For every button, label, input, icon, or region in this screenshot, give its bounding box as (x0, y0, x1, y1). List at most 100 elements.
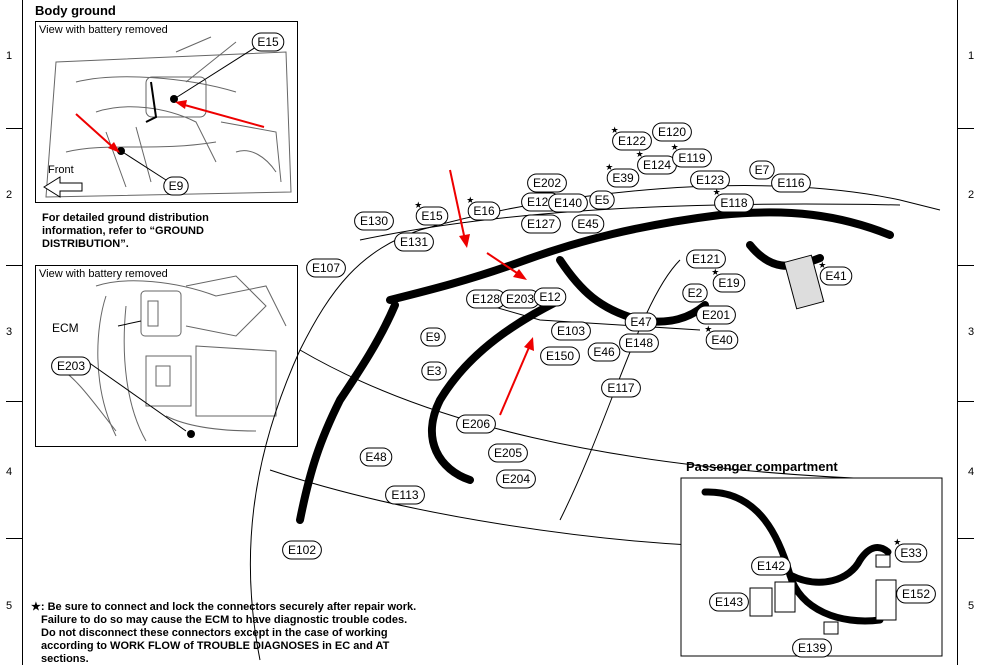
callout-e15-bubble (415, 206, 449, 226)
row-tick (6, 538, 22, 539)
callout-e201-bubble (696, 305, 736, 325)
callout-e9-bubble (420, 327, 446, 347)
callout-e12-bubble (533, 287, 567, 307)
battery-view-ecm-panel: View with battery removed ECM (35, 265, 298, 447)
battery-view-label-1: View with battery removed (39, 24, 168, 36)
callout-e33-bubble (894, 543, 928, 563)
callout-star-icon: ★ (671, 142, 679, 152)
footnote-line-1: : Be sure to connect and lock the connec… (40, 601, 417, 613)
callout-e48-bubble (359, 447, 393, 467)
callout-e201: E201 (702, 308, 730, 322)
callout-e152-bubble (896, 584, 936, 604)
callout-e131: E131 (400, 235, 428, 249)
callout-e48: E48 (365, 450, 387, 464)
callout-e140-bubble (548, 193, 588, 213)
row-label-right-5: 5 (968, 600, 975, 612)
callout-star-icon: ★ (818, 260, 826, 270)
engine-bay-sketch-2 (55, 275, 287, 442)
callout-e118: E118 (720, 196, 747, 210)
callout-e143-bubble (709, 592, 749, 612)
callout-star-icon: ★ (636, 149, 644, 159)
callout-e9: E9 (426, 330, 441, 344)
callout-e9-bubble (163, 176, 189, 196)
row-tick (958, 265, 974, 266)
callout-e103: E103 (557, 324, 585, 338)
battery-view-top-panel: View with battery removed Front (35, 21, 298, 203)
callout-e102-bubble (282, 540, 322, 560)
callout-e15: E15 (421, 209, 443, 223)
callout-e131-bubble (394, 232, 434, 252)
callout-e41: E41 (825, 269, 847, 283)
callout-e47-bubble (624, 312, 658, 332)
footnote-line-5: sections. (41, 653, 89, 665)
callout-e124: E124 (643, 158, 671, 172)
hood-outline (249, 185, 941, 661)
callout-e9: E9 (169, 179, 184, 193)
passenger-compartment-panel (680, 477, 943, 657)
callout-e204-bubble (496, 469, 536, 489)
callout-e107: E107 (312, 261, 340, 275)
footnote-line-3: Do not disconnect these connectors excep… (41, 627, 388, 639)
callout-e130-bubble (354, 211, 394, 231)
ground-bolt-e203 (187, 430, 195, 438)
callout-e205: E205 (494, 446, 522, 460)
callout-e202-bubble (527, 173, 567, 193)
connector-callouts: E15E9E203E130E131E107E3E15★E16★E129E127E… (51, 32, 936, 658)
callout-e103-bubble (551, 321, 591, 341)
row-label-left-2: 2 (6, 189, 13, 201)
callout-e139: E139 (798, 641, 826, 655)
callout-e119-bubble (672, 148, 712, 168)
callout-e19: E19 (718, 276, 740, 290)
row-label-right-4: 4 (968, 466, 975, 478)
left-border (22, 0, 23, 665)
callout-e117-bubble (601, 378, 641, 398)
callout-e148: E148 (625, 336, 653, 350)
callout-e5: E5 (595, 193, 610, 207)
row-label-right-1: 1 (968, 50, 975, 62)
callout-star-icon: ★ (611, 125, 619, 135)
callout-e15-bubble (251, 32, 285, 52)
callout-e142-bubble (751, 556, 791, 576)
footnote-line-4: according to WORK FLOW of TROUBLE DIAGNO… (41, 640, 390, 652)
star-icon: ★ (31, 601, 41, 613)
footnote: ★: Be sure to connect and lock the conne… (31, 601, 471, 666)
front-label: Front (48, 164, 74, 176)
row-tick (6, 128, 22, 129)
callout-e119: E119 (678, 151, 705, 165)
callout-e203-bubble (51, 356, 91, 376)
callout-e7: E7 (755, 163, 770, 177)
callout-e140: E140 (554, 196, 582, 210)
front-arrow-icon (43, 176, 83, 198)
callout-e150-bubble (540, 346, 580, 366)
row-tick (958, 401, 974, 402)
row-tick (958, 128, 974, 129)
e41-component (783, 254, 825, 310)
callout-e102: E102 (288, 543, 316, 557)
callout-e130: E130 (360, 214, 388, 228)
callout-e203: E203 (506, 292, 534, 306)
callout-e45-bubble (571, 214, 605, 234)
row-label-right-2: 2 (968, 189, 975, 201)
callout-star-icon: ★ (605, 162, 613, 172)
callout-e206-bubble (456, 414, 496, 434)
row-tick (6, 265, 22, 266)
engine-bay-sketch-1 (43, 36, 292, 198)
battery-view-label-2: View with battery removed (39, 268, 168, 280)
passenger-harness (701, 488, 892, 625)
callout-star-icon: ★ (713, 187, 721, 197)
callout-e202: E202 (533, 176, 561, 190)
callout-e139-bubble (792, 638, 832, 658)
callout-e5-bubble (589, 190, 615, 210)
row-label-left-4: 4 (6, 466, 13, 478)
callout-e116-bubble (771, 173, 811, 193)
callout-e19-bubble (712, 273, 746, 293)
row-label-right-3: 3 (968, 326, 975, 338)
callout-e116: E116 (777, 176, 804, 190)
callout-e33: E33 (900, 546, 922, 560)
callout-e39-bubble (606, 168, 640, 188)
callout-e127-bubble (521, 214, 561, 234)
callout-e148-bubble (619, 333, 659, 353)
callout-e122-bubble (612, 131, 652, 151)
row-label-left-1: 1 (6, 50, 13, 62)
